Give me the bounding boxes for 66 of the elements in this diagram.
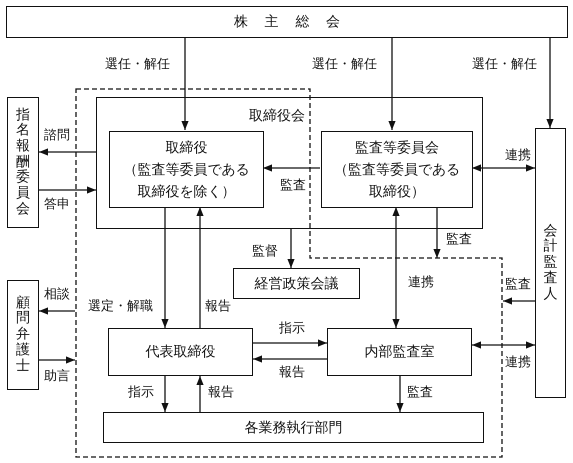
edge-label: 連携 — [505, 355, 531, 370]
edge-label: 選任・解任 — [105, 57, 170, 72]
unit-name: 監査等委員会 — [355, 138, 439, 158]
unit-name: 顧問弁護士 — [16, 296, 30, 374]
edge-label: 選定・解職 — [88, 299, 153, 314]
edge-label: 相談 — [44, 287, 70, 302]
arrow — [196, 376, 204, 412]
arrow — [263, 164, 320, 172]
arrow — [181, 38, 189, 130]
arrow — [472, 164, 535, 172]
arrow — [546, 38, 554, 128]
arrow — [161, 376, 169, 412]
edge-label: 連携 — [505, 148, 531, 163]
arrow — [39, 356, 75, 364]
unit-name: 取締役 — [166, 138, 208, 158]
edge-label: 選任・解任 — [312, 57, 377, 72]
unit-box — [108, 328, 253, 376]
dashed-outline — [75, 88, 503, 458]
vertical-box — [7, 280, 39, 390]
unit-box — [233, 268, 360, 299]
unit-box — [327, 328, 472, 376]
arrow — [472, 341, 535, 349]
edge-label: 指示 — [279, 321, 305, 336]
unit-note: （監査等委員である取締役） — [333, 160, 461, 202]
arrow — [196, 207, 204, 328]
edge-label: 監査 — [280, 178, 306, 193]
edge-label: 報告 — [205, 299, 231, 314]
edge-label: 監査 — [446, 232, 472, 247]
unit-box — [109, 131, 264, 208]
unit-name: 経営政策会議 — [254, 274, 338, 292]
edge-label: 監督 — [252, 244, 278, 259]
unit-box — [103, 412, 484, 443]
vertical-box — [535, 128, 566, 398]
unit-name: 株主総会 — [234, 13, 357, 31]
arrow — [433, 207, 441, 258]
unit-name: 内部監査室 — [364, 343, 434, 361]
arrow — [253, 339, 327, 347]
unit-name: 会計監査人 — [544, 224, 558, 302]
unit-box — [321, 131, 473, 208]
arrow — [39, 148, 96, 156]
arrow — [388, 38, 396, 130]
arrow — [161, 207, 169, 328]
arrow — [253, 355, 327, 363]
arrow — [392, 207, 400, 328]
edge-label: 諮問 — [44, 128, 70, 143]
edge-label: 助言 — [44, 369, 70, 384]
edge-label: 報告 — [208, 385, 234, 400]
group-heading: 取締役会 — [249, 107, 305, 125]
edge-label: 連携 — [408, 275, 434, 290]
unit-name: 指名報酬委員会 — [16, 108, 30, 218]
unit-name: 各業務執行部門 — [244, 418, 342, 436]
arrow — [39, 307, 75, 315]
unit-name: 代表取締役 — [146, 343, 216, 361]
edge-label: 監査 — [505, 277, 531, 292]
arrow — [39, 186, 96, 194]
arrow — [287, 229, 295, 268]
arrow — [503, 297, 535, 305]
edge-label: 答申 — [44, 197, 70, 212]
unit-note: （監査等委員である取締役を除く） — [122, 160, 250, 202]
arrow — [396, 376, 404, 412]
meeting-box — [6, 6, 568, 38]
edge-label: 監査 — [407, 385, 433, 400]
edge-label: 選任・解任 — [472, 57, 537, 72]
vertical-box — [7, 97, 39, 228]
edge-label: 報告 — [279, 365, 305, 380]
edge-label: 指示 — [128, 385, 154, 400]
